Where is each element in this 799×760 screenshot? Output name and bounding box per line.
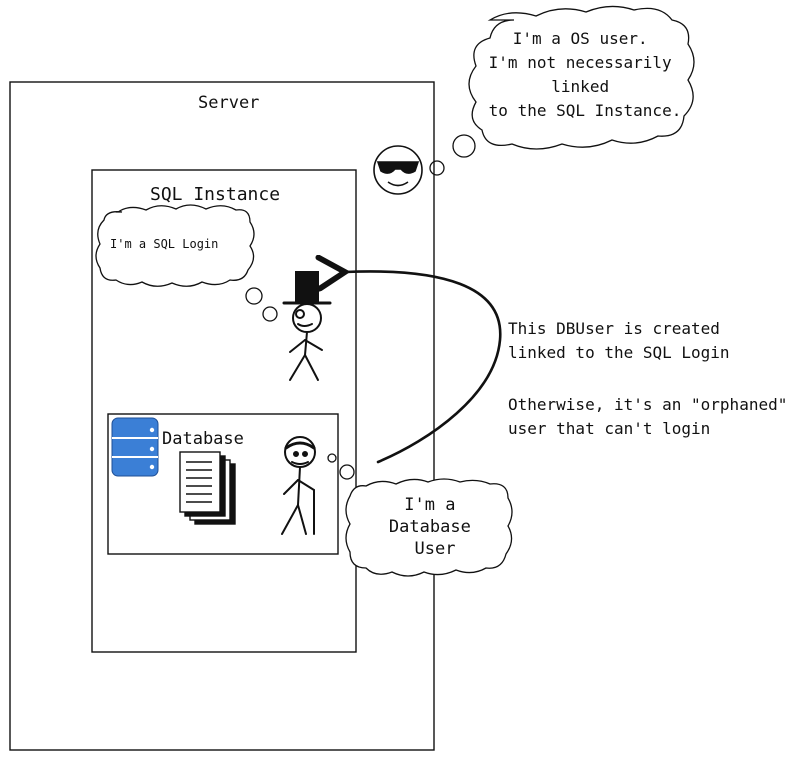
os-user-line: I'm not necessarily	[489, 53, 672, 72]
sql-login-bubble	[95, 204, 255, 287]
server-box	[9, 81, 435, 751]
documents-icon	[179, 451, 236, 525]
annotation-line: linked to the SQL Login	[508, 343, 730, 362]
annotation-line: Otherwise, it's an "orphaned"	[508, 395, 787, 414]
os-user-bubble-dot	[452, 134, 476, 158]
os-user-bubble-dot	[429, 160, 445, 176]
os-user-bubble	[468, 5, 695, 150]
db-user-bubble-dot	[327, 453, 337, 463]
annotation: This DBUser is created linked to the SQL…	[508, 319, 787, 438]
db-user-line: Database	[389, 517, 471, 537]
db-user-bubble	[345, 478, 513, 577]
sql-instance-label: SQL Instance	[150, 184, 280, 205]
top-hat-figure-icon	[282, 271, 332, 381]
os-user-line: linked	[551, 77, 609, 96]
link-arrow	[345, 271, 502, 464]
db-user-bubble-dot	[339, 464, 355, 480]
sunglasses-face-icon	[373, 145, 423, 195]
sql-instance-box	[91, 169, 357, 653]
db-user-line: I'm a	[404, 495, 455, 515]
old-man-figure-icon	[281, 436, 316, 535]
database-stack-icon	[111, 417, 159, 477]
database-label: Database	[162, 429, 244, 449]
sql-login-bubble-text: I'm a SQL Login	[110, 237, 218, 251]
annotation-line: user that can't login	[508, 419, 710, 438]
annotation-line: This DBUser is created	[508, 319, 720, 338]
db-user-bubble-text: I'm a Database User	[389, 495, 481, 559]
database-box	[107, 413, 339, 555]
server-label: Server	[198, 93, 259, 113]
os-user-line: I'm a OS user.	[513, 29, 648, 48]
os-user-bubble-text: I'm a OS user. I'm not necessarily linke…	[489, 29, 682, 120]
db-user-line: User	[415, 539, 456, 559]
sql-login-bubble-dot	[262, 306, 278, 322]
os-user-line: to the SQL Instance.	[489, 101, 682, 120]
sql-login-bubble-dot	[245, 287, 263, 305]
